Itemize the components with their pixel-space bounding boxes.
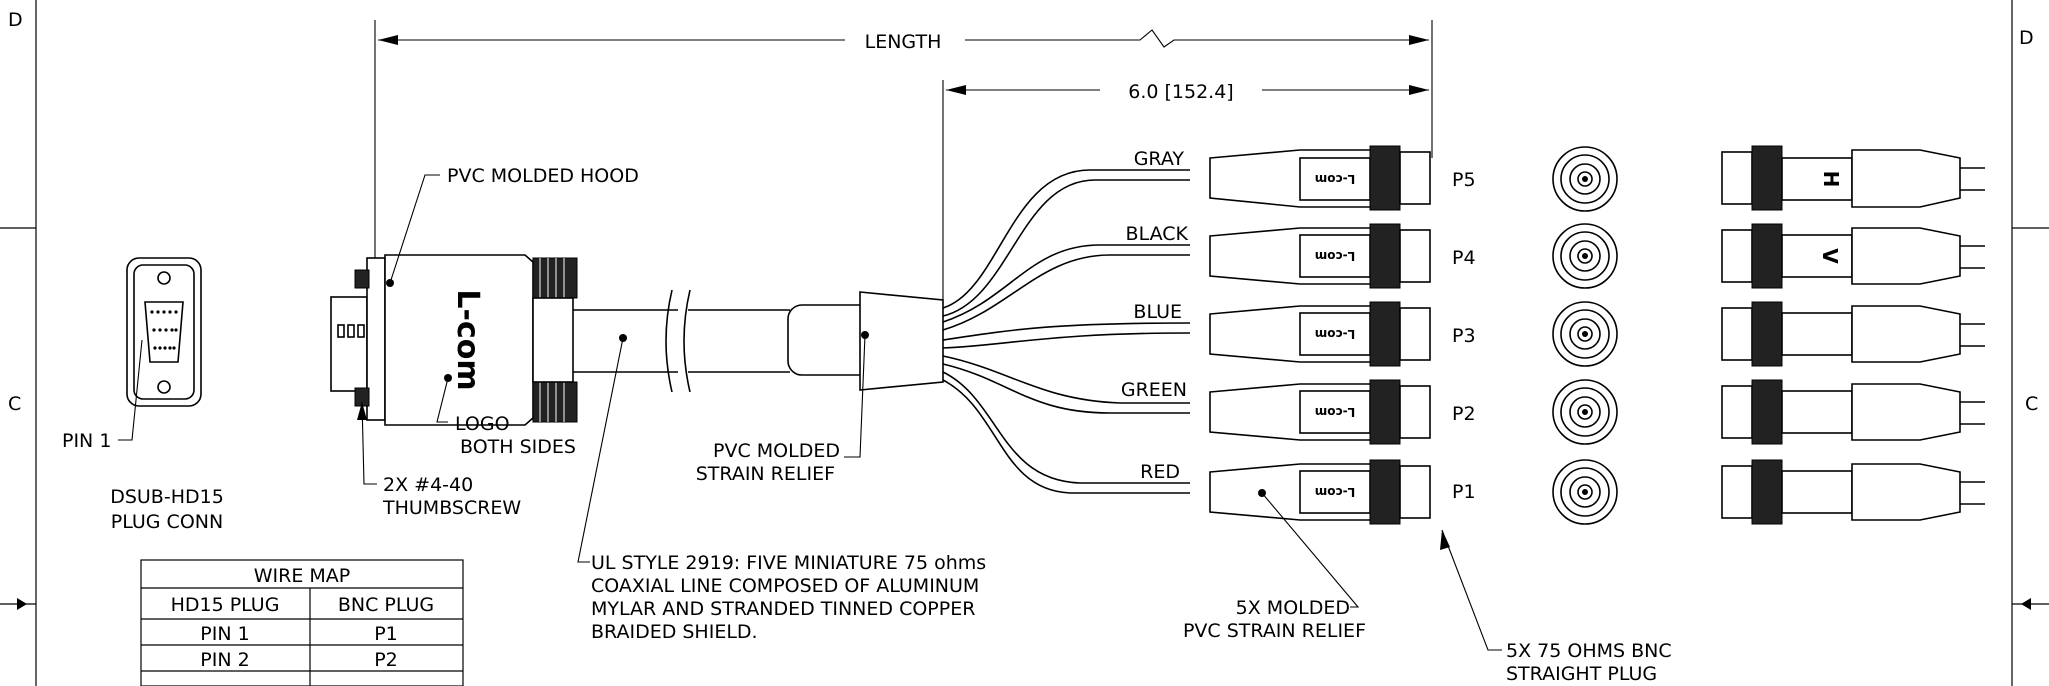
bnc-plug-leader [1441, 529, 1502, 651]
bnc-logo-p1: L-com [1315, 485, 1356, 499]
wire-map-cell: PIN 1 [200, 623, 249, 645]
thumbscrew-leader [361, 401, 377, 485]
wire-label-p3: BLUE [1133, 301, 1182, 323]
cable-spec-line1: UL STYLE 2919: FIVE MINIATURE 75 ohms [591, 552, 986, 574]
length-dimension: LENGTH [374, 20, 1433, 265]
hood-callout: PVC MOLDED HOOD [447, 165, 639, 187]
bnc-mirror-p2 [1721, 379, 1985, 445]
bnc-mirror-p5: H [1721, 145, 1985, 211]
plug-label-p2: P2 [1452, 403, 1476, 425]
bnc-end-view-p4 [1552, 223, 1618, 289]
bnc-plug-p2: L-com [1209, 379, 1431, 445]
wire-map-cell: P2 [374, 649, 398, 671]
bnc-end-view-p3 [1552, 301, 1618, 367]
bnc-logo-p2: L-com [1315, 405, 1356, 419]
main-cable [573, 289, 790, 393]
wire-map-cell: PIN 2 [200, 649, 249, 671]
bnc-plug-p4: L-com [1209, 223, 1431, 289]
hd15-pin-grid [150, 310, 178, 350]
thumbscrew-callout-line1: 2X #4-40 [383, 474, 473, 496]
plug-label-p5: P5 [1452, 169, 1476, 191]
bnc-plug-p5: L-com [1209, 145, 1431, 211]
zone-label-top-left: D [8, 9, 23, 31]
bnc-plug-callout-line2: STRAIGHT PLUG [1506, 663, 1657, 685]
wire-label-p5: GRAY [1134, 148, 1185, 170]
logo-leader [436, 377, 449, 423]
zone-label-top-right: D [2019, 27, 2034, 49]
dsub-connector-side-view: L-com [330, 254, 578, 426]
dsub-hd15-end-view [126, 257, 202, 407]
strain-relief-callout-line2: STRAIN RELIEF [696, 463, 835, 485]
plug-labels: P5 P4 P3 P2 P1 [1452, 169, 1476, 503]
wire-label-p4: BLACK [1126, 223, 1189, 245]
wire-map-table: WIRE MAP HD15 PLUG BNC PLUG PIN 1 P1 PIN… [140, 559, 464, 686]
wire-map-header-hd15: HD15 PLUG [171, 594, 280, 616]
bnc-logo-p4: L-com [1315, 249, 1356, 263]
bnc-mirrored-views: H V [1721, 145, 1985, 525]
plug-label-p3: P3 [1452, 325, 1476, 347]
bnc-logo-p5: L-com [1315, 172, 1356, 186]
breakout-length-label: 6.0 [152.4] [1128, 81, 1233, 103]
plug-label-p4: P4 [1452, 247, 1476, 269]
bnc-relief-leader [1261, 492, 1360, 608]
bnc-relief-callout-line1: 5X MOLDED [1236, 597, 1350, 619]
bnc-plug-p3: L-com [1209, 301, 1431, 367]
wire-color-labels: GRAY BLACK BLUE GREEN RED [1121, 148, 1189, 483]
side-mark-v: V [1818, 248, 1842, 264]
wire-label-p2: GREEN [1121, 379, 1187, 401]
bnc-plug-callout-line1: 5X 75 OHMS BNC [1506, 640, 1672, 662]
center-mark-right [2021, 598, 2031, 610]
wire-label-p1: RED [1140, 461, 1180, 483]
bnc-mirror-p3 [1721, 301, 1985, 367]
plug-label-p1: P1 [1452, 481, 1476, 503]
bnc-relief-callout-line2: PVC STRAIN RELIEF [1183, 620, 1366, 642]
side-mark-h: H [1819, 171, 1843, 188]
connector-name-line2: PLUG CONN [111, 511, 223, 533]
breakout-wires [942, 169, 1191, 494]
wire-map-header-bnc: BNC PLUG [338, 594, 434, 616]
pin1-label: PIN 1 [62, 430, 111, 452]
strain-relief-leader [844, 334, 866, 458]
cable-spec-leader [577, 337, 624, 563]
length-label: LENGTH [865, 31, 942, 53]
thumbscrew-top [354, 269, 370, 289]
cable-spec-line2: COAXIAL LINE COMPOSED OF ALUMINUM [591, 575, 979, 597]
breakout-strain-relief [787, 291, 944, 391]
wire-map-title: WIRE MAP [254, 565, 350, 587]
hood-leader [389, 174, 440, 284]
connector-name-line1: DSUB-HD15 [110, 486, 224, 508]
strain-relief-callout-line1: PVC MOLDED [713, 440, 840, 462]
bnc-mirror-p4: V [1721, 223, 1985, 289]
bnc-end-view-p2 [1552, 379, 1618, 445]
thumbscrew-callout-line2: THUMBSCREW [382, 497, 521, 519]
bnc-end-views [1552, 146, 1618, 525]
center-mark-left [17, 598, 27, 610]
logo-callout-line1: LOGO [455, 413, 510, 435]
cable-spec-line4: BRAIDED SHIELD. [591, 621, 758, 643]
bnc-mirror-p1 [1721, 459, 1985, 525]
wire-map-cell: P1 [374, 623, 398, 645]
hood-logo: L-com [450, 289, 485, 390]
bnc-end-view-p5 [1552, 146, 1618, 212]
bnc-plug-p1: L-com [1209, 459, 1431, 525]
bnc-logo-p3: L-com [1315, 327, 1356, 341]
logo-callout-line2: BOTH SIDES [460, 436, 576, 458]
pin1-leader [118, 339, 143, 441]
callouts: PVC MOLDED HOOD LOGO BOTH SIDES 2X #4-40… [357, 165, 1672, 685]
breakout-dimension: 6.0 [152.4] [942, 80, 1429, 300]
zone-label-mid-right: C [2025, 393, 2038, 415]
zone-label-mid-left: C [8, 393, 21, 415]
bnc-end-view-p1 [1552, 459, 1618, 525]
cable-spec-line3: MYLAR AND STRANDED TINNED COPPER [591, 598, 975, 620]
